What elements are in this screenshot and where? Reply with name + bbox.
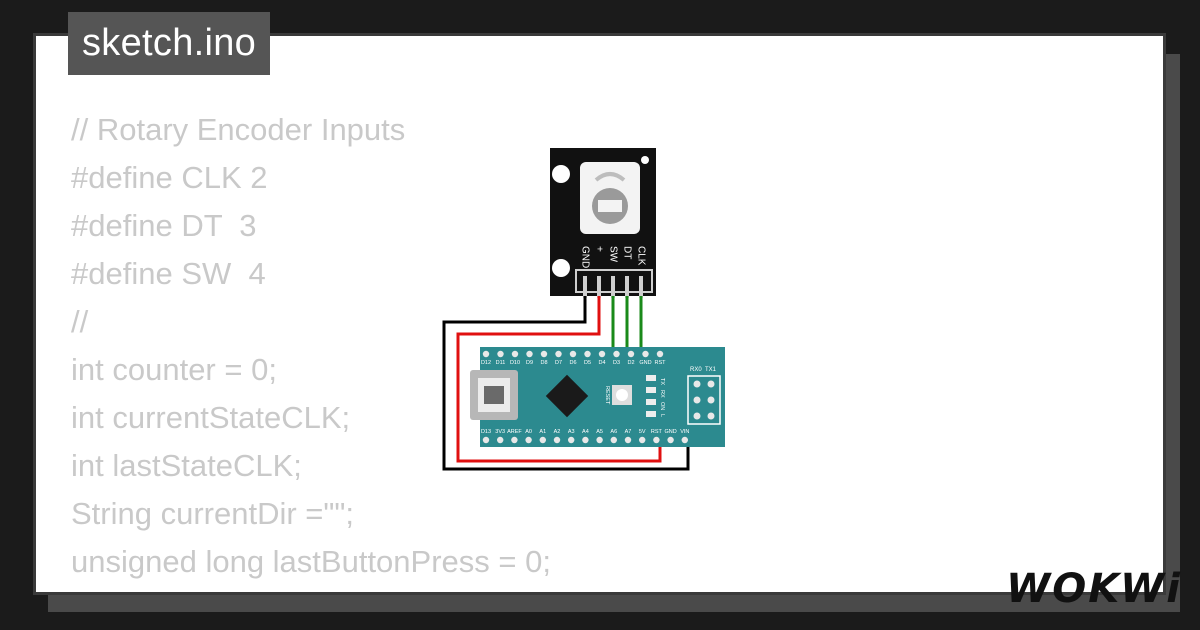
nano-bottom-pin[interactable]: [624, 436, 632, 444]
nano-bottom-pin-label: A5: [596, 429, 603, 435]
nano-top-pin-label: D9: [526, 360, 533, 366]
led-label: L: [659, 414, 665, 417]
nano-top-pin[interactable]: [598, 350, 606, 358]
nano-bottom-pin[interactable]: [539, 436, 546, 444]
nano-top-pin-label: D4: [598, 360, 605, 366]
wokwi-logo: WOKWi: [1006, 566, 1182, 612]
encoder-pin-label: +: [593, 246, 604, 252]
nano-bottom-pin[interactable]: [511, 436, 518, 444]
nano-top-pin[interactable]: [540, 350, 548, 358]
nano-top-pin[interactable]: [526, 350, 533, 358]
nano-top-pin-label: D10: [510, 360, 520, 366]
encoder-pin-label: SW: [607, 246, 618, 263]
code-line: String currentDir ="";: [71, 496, 355, 531]
nano-top-pin[interactable]: [656, 350, 664, 358]
nano-bottom-pin[interactable]: [525, 436, 532, 444]
code-line: #define SW 4: [71, 256, 266, 291]
nano-bottom-pin-label: A6: [610, 429, 617, 435]
nano-top-pin[interactable]: [613, 350, 620, 358]
nano-top-pin[interactable]: [642, 350, 649, 358]
encoder-pin[interactable]: [597, 276, 601, 298]
wires: [442, 296, 690, 471]
reset-label: RESET: [604, 386, 610, 405]
nano-bottom-pin[interactable]: [610, 436, 617, 444]
nano-top-pin[interactable]: [511, 350, 519, 358]
nano-top-pin[interactable]: [497, 350, 504, 358]
nano-top-pin-label: D6: [569, 360, 576, 366]
code-line: int counter = 0;: [71, 352, 277, 387]
nano-top-pin-label: D2: [627, 360, 634, 366]
nano-bottom-pin-label: RST: [651, 429, 663, 435]
code-line: int currentStateCLK;: [71, 400, 351, 435]
nano-bottom-pin[interactable]: [596, 436, 603, 444]
nano-top-pin[interactable]: [482, 350, 490, 358]
encoder-pin[interactable]: [611, 276, 615, 298]
nano-top-pin-label: GND: [639, 360, 651, 366]
nano-bottom-pin[interactable]: [639, 436, 646, 444]
nano-top-pin-label: RST: [655, 360, 667, 366]
code-line: #define DT 3: [71, 208, 257, 243]
nano-bottom-pin[interactable]: [582, 436, 589, 444]
nano-bottom-pin[interactable]: [482, 436, 490, 444]
code-preview: // Rotary Encoder Inputs #define CLK 2 #de…: [71, 106, 551, 592]
nano-top-pin[interactable]: [555, 350, 562, 358]
encoder-pins: [583, 276, 643, 298]
code-line: // Rotary Encoder Inputs: [71, 112, 406, 147]
nano-bottom-pin[interactable]: [553, 436, 561, 444]
nano-top-pins: D12 D11 D10 D9 D8 D7 D6 D5 D4 D3 D2 GND RST: [481, 350, 667, 366]
nano-bottom-pin[interactable]: [497, 436, 504, 444]
nano-top-pin-label: D5: [584, 360, 591, 366]
nano-bottom-pin[interactable]: [667, 436, 674, 444]
encoder-pin[interactable]: [583, 276, 587, 298]
nano-top-pin[interactable]: [569, 350, 577, 358]
nano-top-pin-label: D11: [496, 360, 506, 366]
led-label: ON: [659, 402, 665, 410]
nano-top-pin-label: D3: [613, 360, 620, 366]
code-line: unsigned long lastButtonPress = 0;: [71, 544, 551, 579]
encoder-pin-label: GND: [579, 246, 590, 268]
nano-bottom-pin[interactable]: [568, 436, 575, 444]
code-line: #define CLK 2: [71, 160, 268, 195]
encoder-pin[interactable]: [639, 276, 643, 298]
encoder-pin[interactable]: [625, 276, 629, 298]
nano-bottom-pin-label: A4: [582, 429, 589, 435]
nano-top-pin-label: D7: [555, 360, 562, 366]
nano-bottom-pin-label: 5V: [639, 429, 646, 435]
nano-bottom-pin-label: D13: [481, 429, 491, 435]
nano-bottom-pin-label: GND: [664, 429, 676, 435]
nano-top-pin[interactable]: [584, 350, 591, 358]
encoder-pin-label: CLK: [635, 246, 646, 266]
nano-bottom-pin-label: A7: [625, 429, 632, 435]
nano-top-pin-label: D12: [481, 360, 491, 366]
led-label: TX: [659, 378, 665, 385]
nano-bottom-pin-label: A2: [554, 429, 561, 435]
nano-bottom-pin[interactable]: [681, 436, 688, 444]
nano-bottom-pin-label: A3: [568, 429, 575, 435]
nano-bottom-pin-label: 3V3: [495, 429, 505, 435]
encoder-pin-label: DT: [621, 246, 632, 259]
file-tab[interactable]: sketch.ino: [68, 12, 271, 75]
nano-top-pin[interactable]: [627, 350, 635, 358]
code-line: //: [71, 304, 89, 339]
code-line: int lastStateCLK;: [71, 448, 302, 483]
nano-bottom-pin-label: A0: [525, 429, 532, 435]
led-label: RX: [659, 390, 665, 398]
nano-bottom-pin-label: A1: [539, 429, 546, 435]
nano-bottom-pin-label: AREF: [507, 429, 522, 435]
header-label: RX0: [690, 367, 702, 373]
nano-bottom-pin[interactable]: [653, 436, 660, 444]
header-label: TX1: [705, 367, 717, 373]
nano-bottom-pin-label: VIN: [680, 429, 689, 435]
nano-top-pin-label: D8: [540, 360, 547, 366]
